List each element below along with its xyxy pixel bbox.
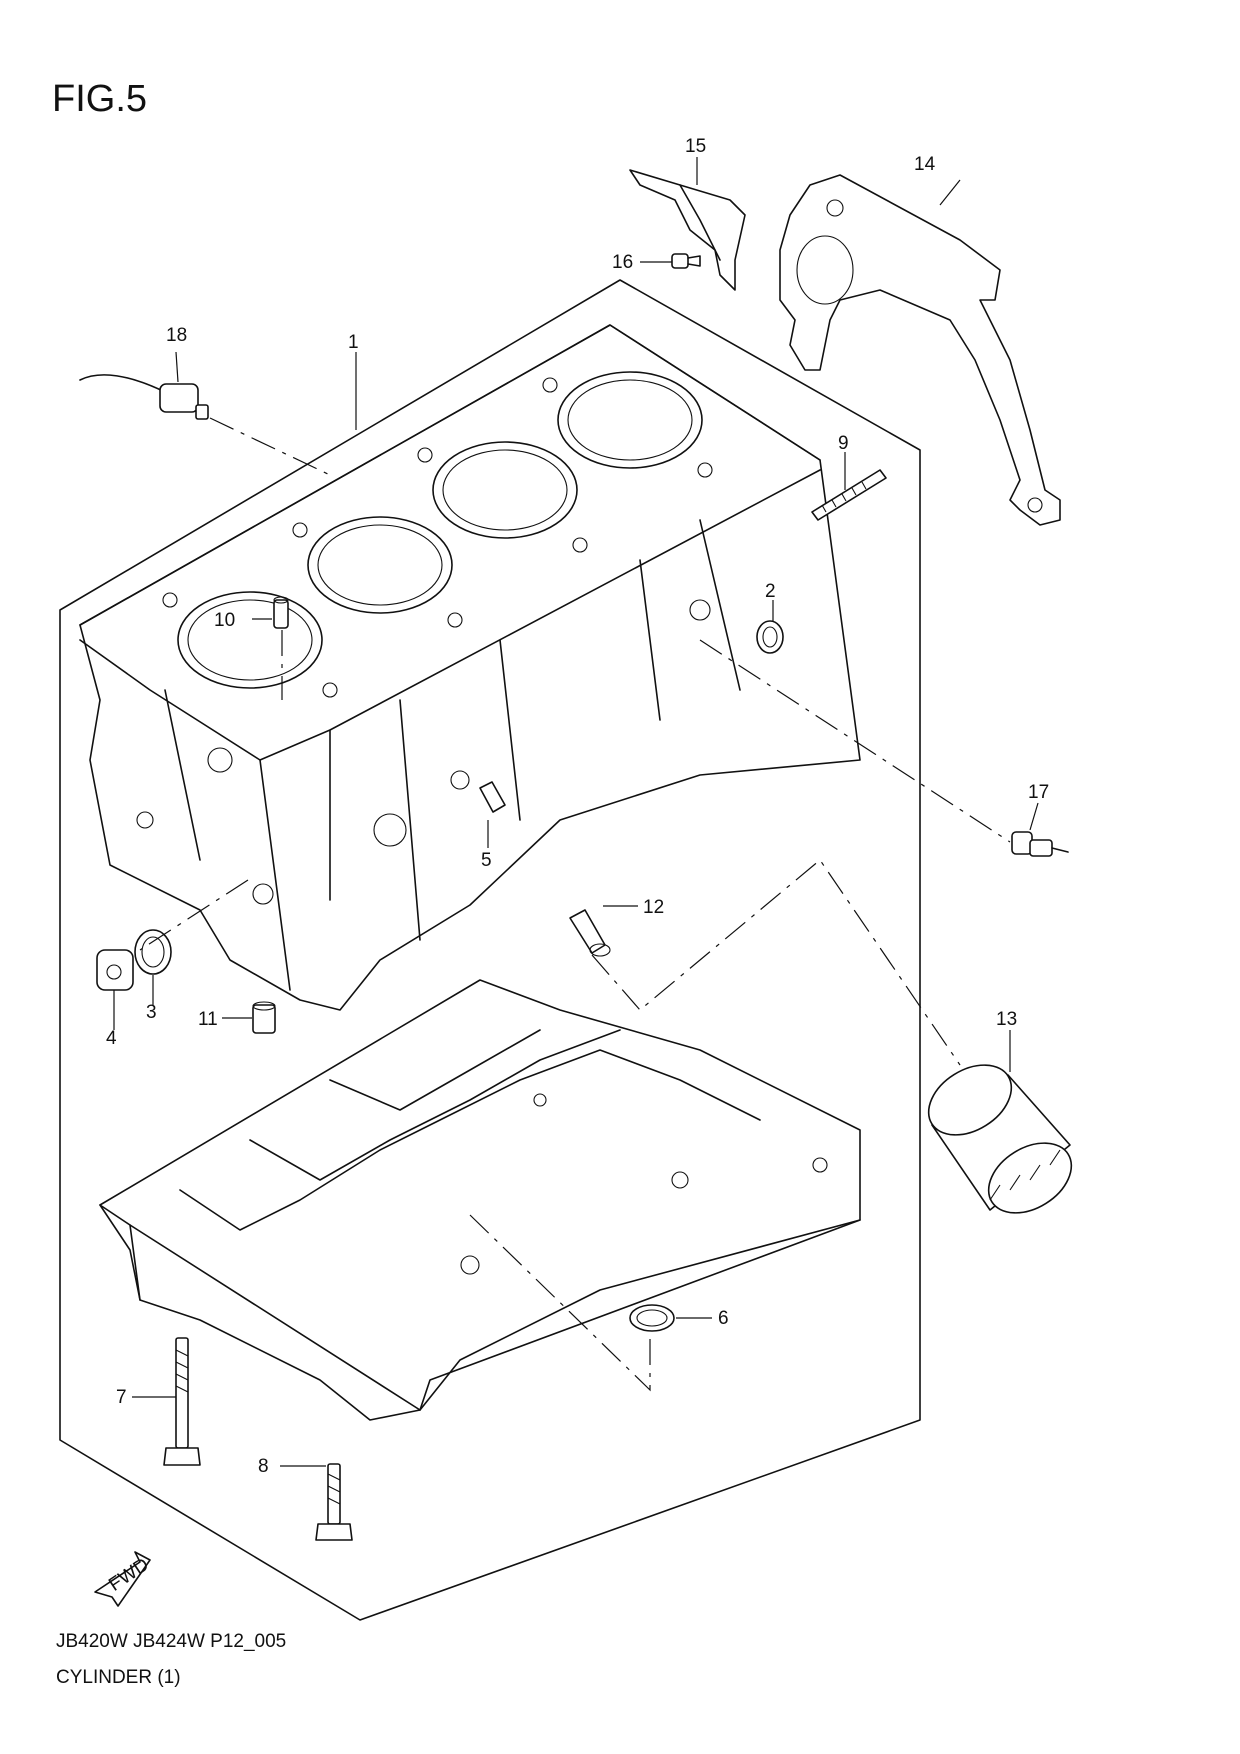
gasket-ring-illustration bbox=[756, 620, 784, 654]
callout-11: 11 bbox=[198, 1009, 218, 1030]
group-name: CYLINDER (1) bbox=[56, 1667, 181, 1688]
callout-9: 9 bbox=[838, 433, 849, 454]
callout-4: 4 bbox=[106, 1028, 117, 1049]
stud-pin-illustration bbox=[479, 781, 506, 813]
o-ring-illustration bbox=[629, 1304, 675, 1332]
figure-title: FIG.5 bbox=[52, 78, 148, 120]
callout-6: 6 bbox=[718, 1308, 729, 1329]
lower-crankcase-illustration bbox=[99, 979, 861, 1421]
callout-16: 16 bbox=[612, 252, 633, 273]
callout-8: 8 bbox=[258, 1456, 269, 1477]
assembly-frame bbox=[59, 279, 921, 1621]
callout-5: 5 bbox=[481, 850, 492, 871]
callout-17: 17 bbox=[1028, 782, 1049, 803]
union-bolt-illustration bbox=[569, 909, 611, 957]
oil-filter-illustration bbox=[927, 1064, 1073, 1214]
callout-3: 3 bbox=[146, 1002, 157, 1023]
knock-sensor-illustration bbox=[79, 374, 209, 420]
callout-7: 7 bbox=[116, 1387, 127, 1408]
bolt-small-illustration bbox=[671, 253, 701, 269]
callout-13: 13 bbox=[996, 1009, 1017, 1030]
bracket-illustration bbox=[629, 169, 746, 291]
callout-14: 14 bbox=[914, 154, 936, 175]
bolt-holes bbox=[136, 377, 713, 905]
bolt-illustration bbox=[315, 1463, 353, 1541]
long-bolt-illustration bbox=[163, 1337, 201, 1466]
gasket-illustration bbox=[134, 929, 172, 975]
fwd-arrow-icon: FWD bbox=[94, 1551, 153, 1607]
callout-18: 18 bbox=[166, 325, 187, 346]
stud-illustration bbox=[811, 469, 887, 521]
oil-pressure-switch-illustration bbox=[1011, 831, 1069, 857]
callout-10: 10 bbox=[214, 610, 235, 631]
callout-2: 2 bbox=[765, 581, 776, 602]
jet-illustration bbox=[273, 596, 289, 629]
dowel-pin-illustration bbox=[252, 1001, 276, 1034]
callout-labels: 1 2 3 4 5 6 7 8 9 10 11 12 13 14 15 16 1… bbox=[106, 136, 1049, 1477]
plug-illustration bbox=[96, 949, 134, 991]
model-code: JB420W JB424W P12_005 bbox=[56, 1631, 287, 1652]
callout-leaders bbox=[113, 157, 1039, 1467]
bracket-plate-illustration bbox=[779, 174, 1061, 526]
callout-15: 15 bbox=[685, 136, 706, 157]
callout-12: 12 bbox=[643, 897, 664, 918]
callout-1: 1 bbox=[348, 332, 359, 353]
assembly-lines bbox=[139, 417, 1011, 1392]
